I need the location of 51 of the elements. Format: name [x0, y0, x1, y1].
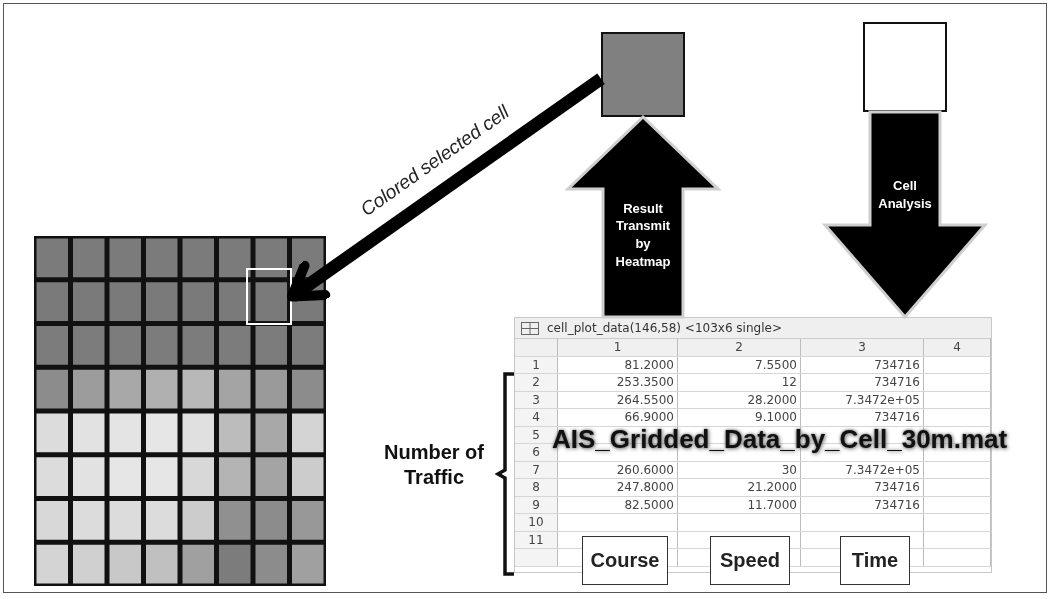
table-cell-text: 9 [532, 497, 540, 512]
block-arrow [821, 110, 989, 320]
square-box [863, 22, 947, 112]
table-cell-text: 1 [532, 357, 540, 372]
table-cell-text: 12 [781, 375, 797, 389]
table-cell-text: 82.5000 [624, 497, 674, 512]
edge-label: Cell Analysis [877, 177, 933, 213]
selected-cell-outline [246, 268, 292, 325]
table-cell-text: 260.6000 [616, 462, 674, 477]
table-cell-text: 1 [613, 340, 622, 354]
file-name-overlay: AIS_Gridded_Data_by_Cell_30m.mat [552, 424, 1008, 455]
table-cell-text: 66.9000 [624, 410, 674, 424]
table-cell-text: 7 [532, 462, 540, 477]
table-title: cell_plot_data(146,58) <103x6 single> [547, 321, 782, 335]
table-cell-text: 21.2000 [747, 480, 797, 494]
table-cell-text: 2 [532, 375, 540, 389]
table-cell-text: 253.3500 [616, 375, 674, 389]
side-note: Number of Traffic [383, 440, 485, 490]
table-cell-text: 734716 [874, 410, 920, 424]
heatmap-grid [34, 236, 326, 586]
table-cell-text: 3 [532, 392, 540, 407]
square-box [601, 32, 685, 117]
table-cell-text: 7.3472e+05 [845, 462, 920, 477]
table-cell-text: 247.8000 [616, 480, 674, 494]
edge-label: Result Transmit by Heatmap [614, 199, 672, 271]
arrow [287, 73, 605, 302]
table-cell-text: 734716 [874, 357, 920, 372]
table-cell-text: 9.1000 [755, 410, 797, 424]
column-tag: Speed [710, 536, 790, 585]
table-cell-text: 6 [532, 445, 540, 459]
block-arrow [564, 114, 722, 319]
table-cell-text: 10 [528, 515, 544, 529]
table-cell-text: 30 [781, 462, 797, 477]
table-cell-text: 7.5500 [755, 357, 797, 372]
column-tag: Time [840, 536, 910, 585]
column-tag: Course [582, 536, 668, 585]
table-cell-text: 11 [528, 532, 544, 547]
table-cell-text: 3 [858, 340, 866, 354]
table-cell-text: 11.7000 [747, 497, 797, 512]
table-cell-text: 264.5500 [616, 392, 674, 407]
table-cell-text: 4 [532, 410, 540, 424]
table-cell-text: 8 [532, 480, 540, 494]
table-cell-text: 81.2000 [624, 357, 674, 372]
table-cell-text: 734716 [874, 480, 920, 494]
table-cell-text: 2 [735, 340, 743, 354]
table-cell-text: 28.2000 [747, 392, 797, 407]
table-cell-text: 5 [532, 427, 540, 442]
table-cell-text: 734716 [874, 497, 920, 512]
table-cell-text: 7.3472e+05 [845, 392, 920, 407]
table-cell-text: 734716 [874, 375, 920, 389]
table-cell-text: 4 [953, 340, 961, 354]
